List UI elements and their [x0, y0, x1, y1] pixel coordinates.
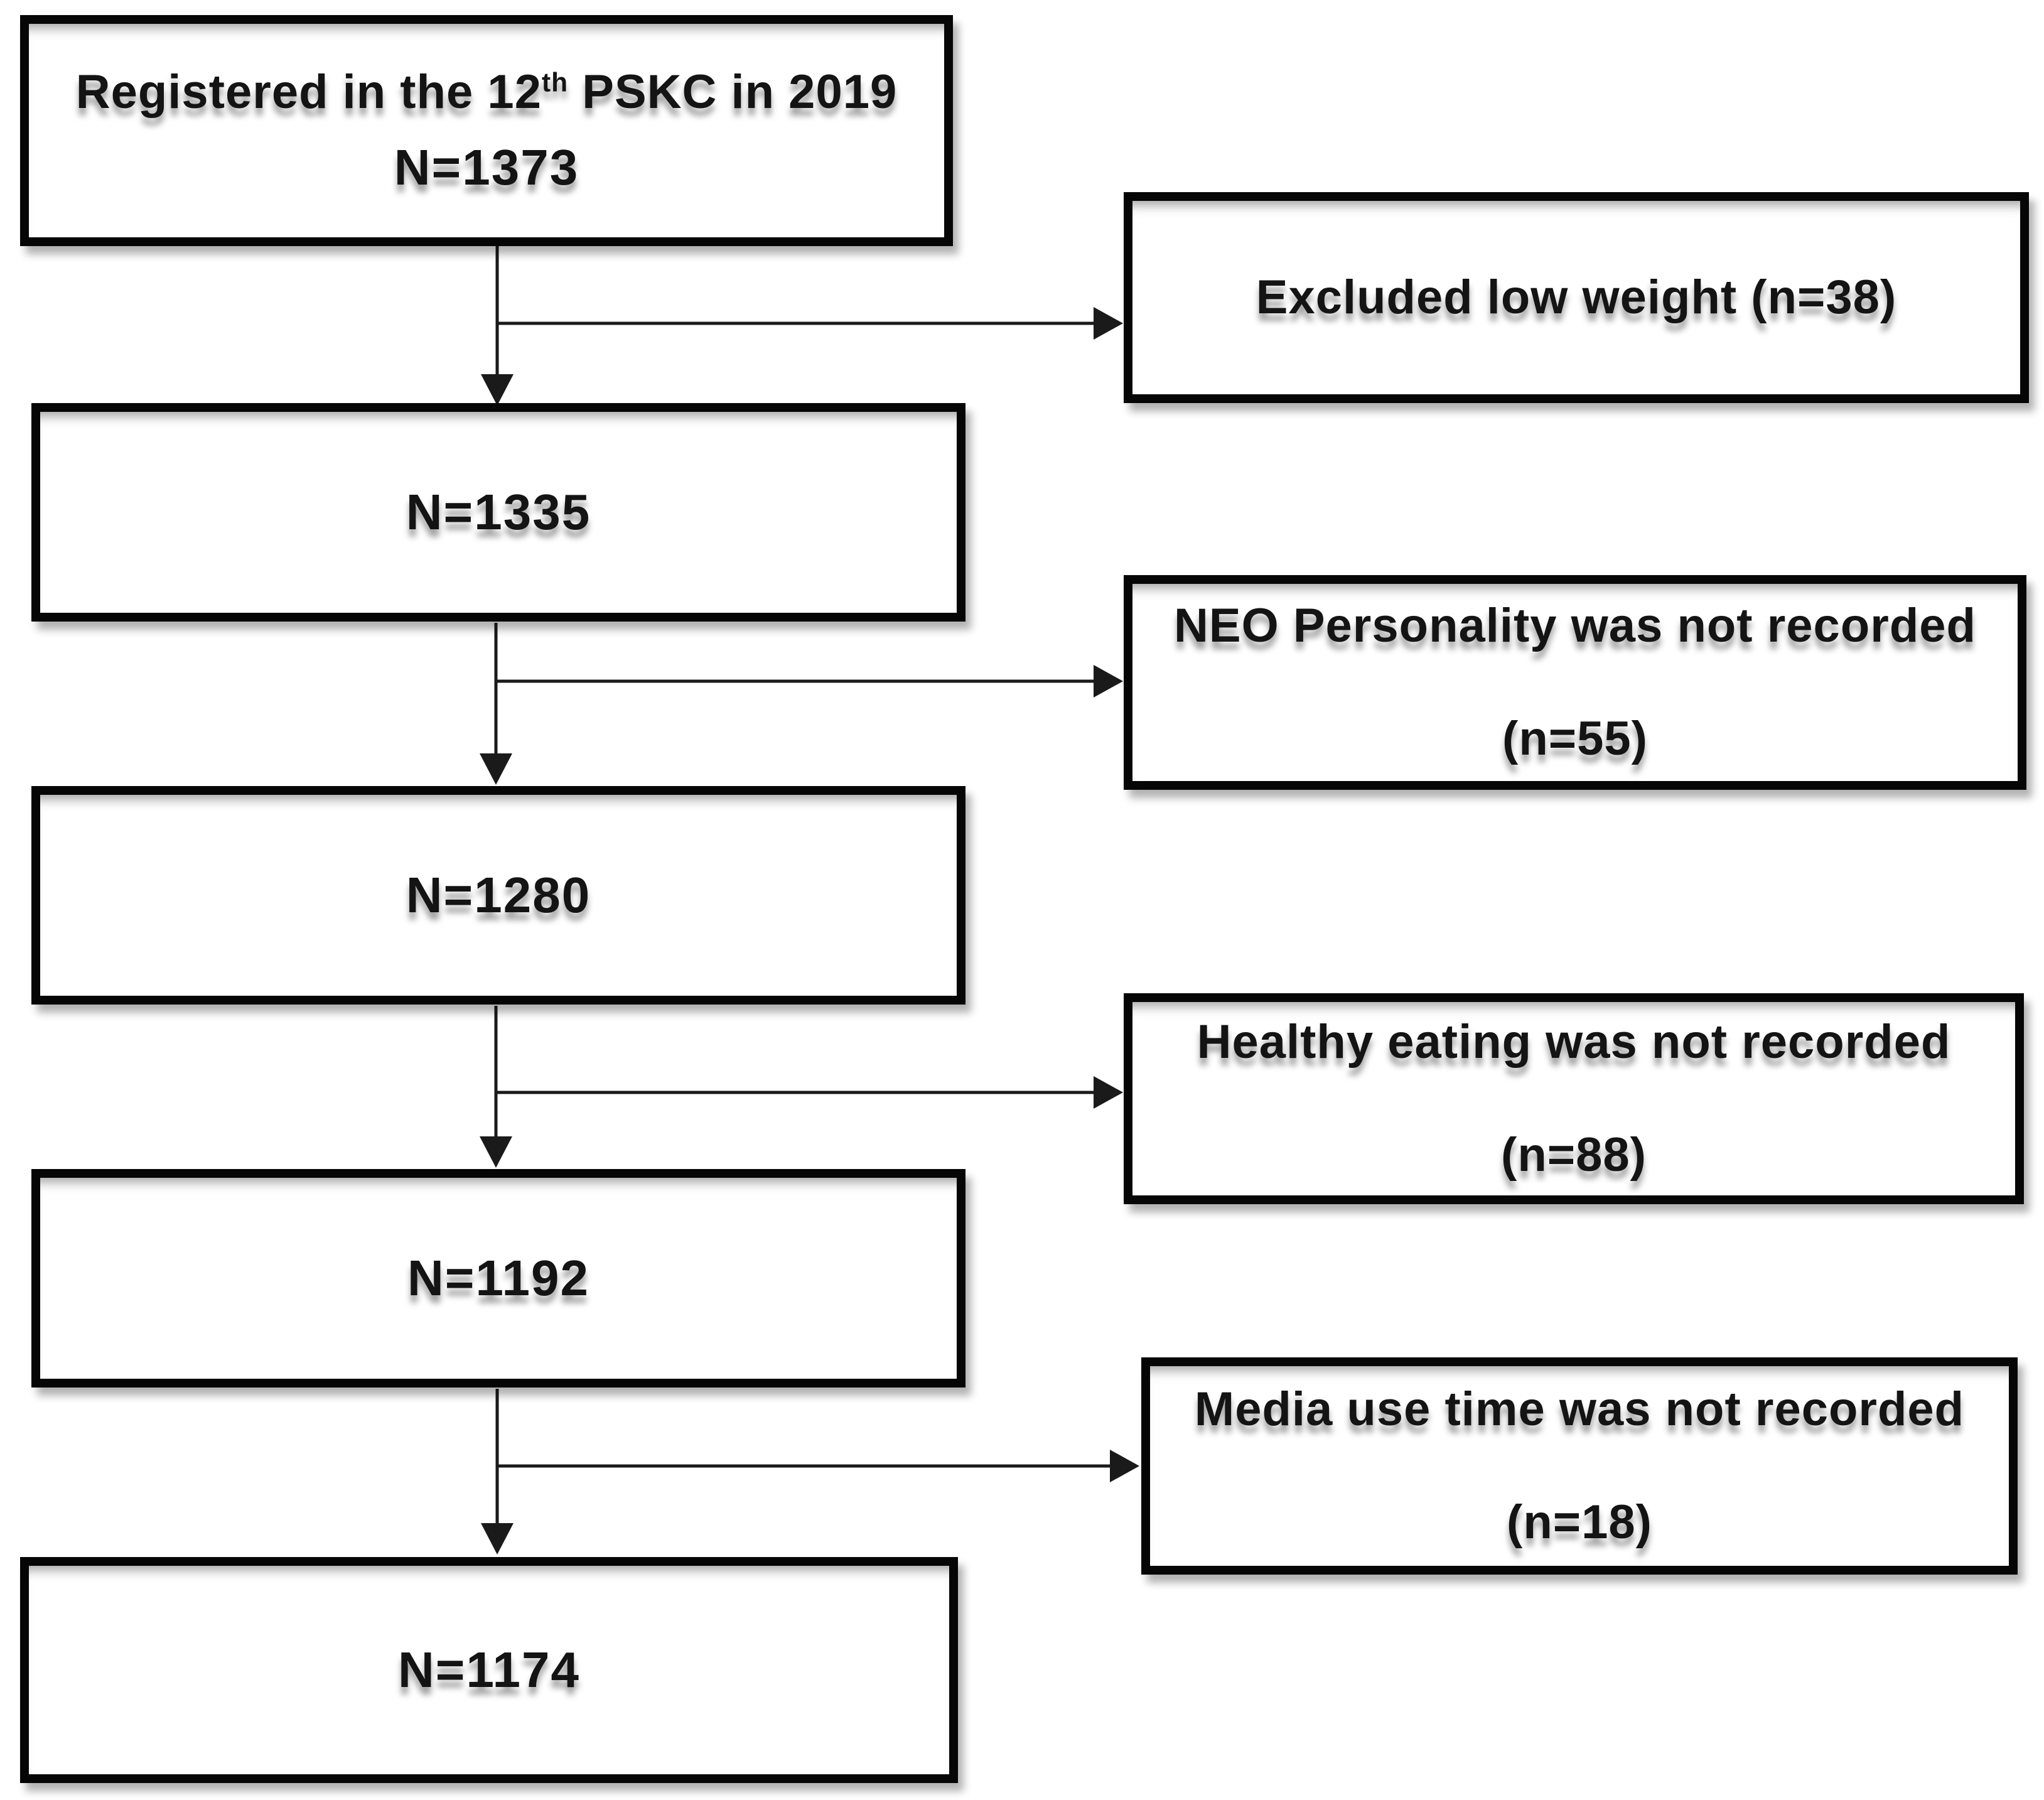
flow-box-n1335: N=1335	[31, 403, 966, 622]
n1280-label: N=1280	[406, 867, 591, 923]
exclusion-box-media-use: Media use time was not recorded (n=18)	[1141, 1357, 2018, 1575]
flow-box-registered: Registered in the 12th PSKC in 2019 N=13…	[20, 15, 953, 246]
registered-title-sup: th	[541, 67, 569, 98]
arrow-down-1	[481, 246, 514, 406]
exclusion-media-line1: Media use time was not recorded	[1194, 1382, 1965, 1436]
arrow-right-neo-personality	[496, 665, 1123, 698]
arrow-right-media-use-time	[497, 1450, 1139, 1482]
exclusion-healthy-line2: (n=88)	[1501, 1128, 1647, 1182]
registered-title-suffix: PSKC in 2019	[568, 65, 898, 119]
exclusion-box-neo-personality: NEO Personality was not recorded (n=55)	[1124, 575, 2026, 790]
registered-n-label: N=1373	[394, 139, 579, 195]
n1335-label: N=1335	[406, 484, 591, 540]
exclusion-box-healthy-eating: Healthy eating was not recorded (n=88)	[1124, 993, 2024, 1204]
exclusion-low-weight-text: Excluded low weight (n=38)	[1256, 271, 1897, 325]
n1192-label: N=1192	[407, 1250, 590, 1306]
exclusion-media-line2: (n=18)	[1507, 1496, 1652, 1549]
arrow-right-excluded-low-weight	[497, 307, 1123, 340]
n1174-label: N=1174	[397, 1642, 581, 1698]
arrow-down-3	[480, 1006, 512, 1168]
flow-box-n1174: N=1174	[20, 1557, 958, 1783]
arrow-down-4	[481, 1389, 514, 1555]
exclusion-healthy-line1: Healthy eating was not recorded	[1197, 1015, 1951, 1069]
registered-title-prefix: Registered in the 12	[75, 65, 542, 119]
arrow-down-2	[480, 623, 512, 785]
registered-title: Registered in the 12th PSKC in 2019	[76, 66, 898, 119]
arrow-right-healthy-eating	[496, 1076, 1123, 1109]
flow-box-n1192: N=1192	[31, 1169, 966, 1388]
exclusion-neo-line2: (n=55)	[1502, 712, 1648, 765]
flow-box-n1280: N=1280	[31, 786, 966, 1005]
exclusion-box-low-weight: Excluded low weight (n=38)	[1124, 192, 2029, 403]
exclusion-neo-line1: NEO Personality was not recorded	[1174, 599, 1976, 653]
